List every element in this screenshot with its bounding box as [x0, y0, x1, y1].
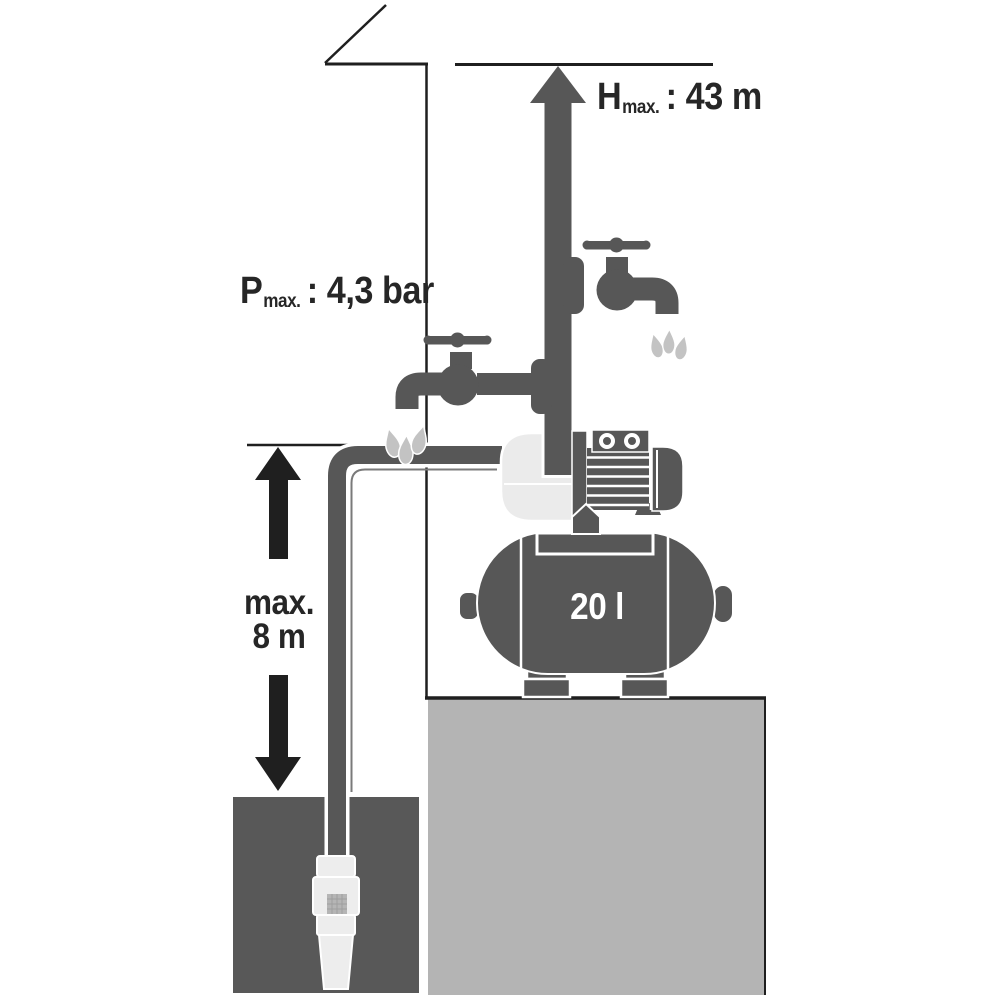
terminal-screw-icon	[624, 433, 640, 449]
water-drops-upper	[649, 327, 689, 361]
suction-pipe	[324, 442, 502, 861]
roof-diagonal-line	[324, 4, 387, 64]
pressure-tank	[458, 531, 734, 699]
foot-valve	[312, 855, 360, 990]
tap-upper-handle-knob	[609, 237, 624, 253]
platform-fill	[428, 699, 765, 995]
tap-lower-handle-dot	[482, 335, 492, 345]
pipe-shadow-line	[350, 468, 497, 792]
strainer-mesh-grid	[327, 894, 347, 914]
max-head-symbol: H	[597, 76, 622, 118]
tap-lower-tee	[531, 359, 552, 414]
tank-left-port	[458, 591, 480, 621]
max-pressure-subscript: max.	[263, 291, 301, 312]
pump-motor	[571, 429, 684, 538]
tank-top-plate	[535, 531, 655, 556]
max-pressure-value: : 4,3 bar	[306, 270, 435, 312]
foot-valve-tip	[317, 934, 355, 990]
tap-lower-handle-knob	[450, 332, 465, 348]
max-head-value: : 43 m	[665, 76, 763, 118]
tap-upper	[563, 237, 679, 314]
hmax-arrow-icon	[530, 66, 586, 103]
drop-icon	[649, 331, 664, 359]
platform	[425, 696, 766, 995]
riser-pipe	[530, 66, 586, 478]
pump-mount-bracket	[571, 502, 601, 535]
tap-lower-handle-dot	[423, 335, 433, 345]
suction-up-arrow-icon	[255, 447, 301, 559]
max-suction-line2: 8 m	[252, 617, 306, 656]
max-suction-label: max. 8 m	[230, 583, 329, 656]
tap-upper-handle-dot	[641, 240, 651, 250]
max-head-label: Hmax.: 43 m	[597, 76, 763, 118]
tap-upper-tee	[563, 257, 584, 314]
water-drops-lower	[384, 423, 428, 466]
tank-right-port	[712, 584, 734, 624]
max-suction-line1: max.	[243, 583, 315, 622]
tap-lower-feed-pipe	[477, 373, 539, 395]
max-head-subscript: max.	[622, 97, 660, 118]
tank-foot-right-base	[619, 677, 670, 699]
tap-upper-valve-body	[596, 269, 638, 311]
tap-lower-spout	[395, 372, 445, 409]
drop-icon	[674, 333, 689, 361]
tap-upper-spout	[630, 277, 679, 314]
tank-capacity-label: 20 l	[570, 586, 624, 627]
terminal-screw-icon	[599, 433, 615, 449]
tap-lower	[395, 332, 552, 414]
drop-icon	[662, 327, 676, 355]
tap-lower-valve-body	[437, 364, 479, 406]
max-pressure-symbol: P	[240, 270, 263, 312]
tank-foot-left-base	[521, 677, 572, 699]
drop-icon	[410, 423, 428, 455]
motor-cooling-fins	[587, 448, 653, 510]
suction-pipe-body	[328, 446, 502, 861]
motor-end-cap	[651, 446, 684, 512]
foot-valve-connector	[316, 855, 356, 878]
tap-upper-handle-dot	[582, 240, 592, 250]
suction-down-arrow-icon	[255, 675, 301, 791]
drop-icon	[384, 426, 402, 458]
max-pressure-label: Pmax.: 4,3 bar	[240, 270, 435, 312]
foot-valve-mid	[316, 914, 356, 936]
